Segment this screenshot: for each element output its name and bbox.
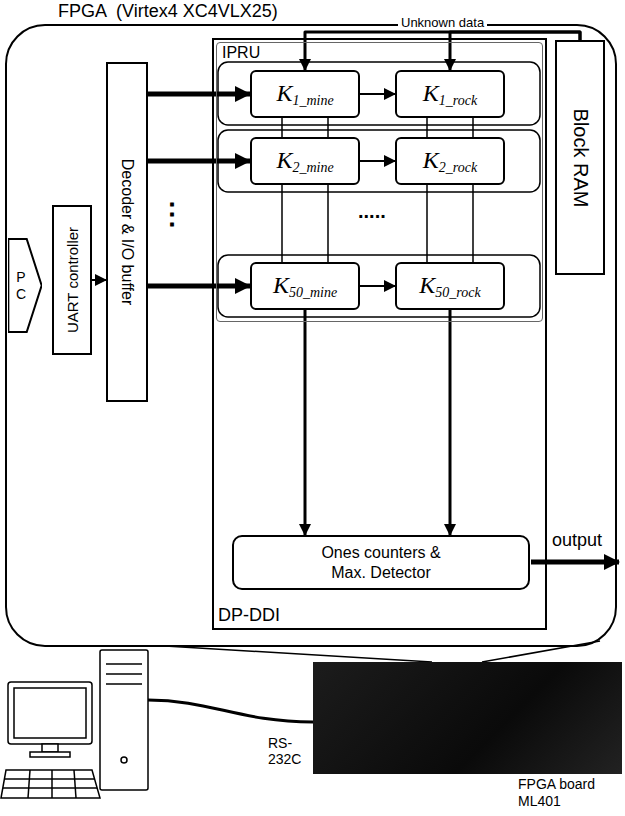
uart-box-text: UART controller: [64, 227, 81, 333]
kernel-box-text: K2_mine: [276, 147, 333, 176]
connector-arrow: [92, 279, 106, 281]
dpddi-box: DP-DDI IPRU K1_mine K1_rockK2_mine K2_rockK5…: [212, 38, 547, 630]
kernel-box: K1_mine: [250, 70, 360, 118]
connector-arrow: [148, 159, 250, 164]
uart-box: UART controller: [52, 205, 92, 355]
kernel-box-text: K1_mine: [276, 80, 333, 109]
dpddi-box-text: DP-DDI: [218, 605, 280, 626]
pc-arrow-outline: [8, 239, 41, 332]
kernel-box: K50_mine: [250, 262, 360, 310]
connector-arrow: [360, 93, 395, 95]
decoder-box-text: Decoder & I/O buffer: [118, 159, 136, 305]
pc-arrow-text: P C: [14, 269, 28, 303]
zoom-line: [165, 646, 432, 662]
rs232-cable: [148, 700, 313, 722]
kernel-box-text: K50_mine: [273, 272, 337, 301]
ipru-row: [218, 62, 540, 125]
connector-arrow: [148, 92, 250, 97]
block-ram-text: Block RAM: [569, 108, 592, 207]
counter-box: Ones counters & Max. Detector: [232, 535, 530, 590]
fpga-outline-text: FPGA (Virtex4 XC4VLX25): [55, 1, 281, 22]
fpga-board-photo: FPGA board ML401: [313, 662, 622, 774]
connector-arrow: [148, 284, 250, 289]
kernel-box: K1_rock: [395, 70, 505, 118]
output-label: output: [552, 530, 602, 551]
computer-illustration: [1, 650, 148, 798]
pc-arrow: P C: [8, 238, 42, 333]
fpga-outline: FPGA (Virtex4 XC4VLX25)P CUART controlle…: [5, 24, 617, 647]
decoder-box: Decoder & I/O buffer: [106, 62, 148, 402]
ipru-row: [218, 130, 540, 192]
fpga-board-photo-text: FPGA board ML401: [518, 776, 618, 810]
kernel-box-text: K2_rock: [423, 147, 477, 176]
ipru-row: [218, 255, 540, 317]
vertical-dots: ⋮: [158, 198, 186, 230]
connector-arrow: [449, 310, 452, 535]
connector-arrow: [360, 160, 395, 162]
edge-label: Unknown data: [398, 15, 487, 30]
ipru-group-text: IPRU: [222, 44, 260, 62]
connector-arrow: [304, 310, 307, 535]
kernel-box: K2_rock: [395, 137, 505, 185]
kernel-box: K2_mine: [250, 137, 360, 185]
kernel-box-text: K50_rock: [419, 272, 480, 301]
cable-label: RS-232C: [268, 735, 308, 767]
block-ram: Block RAM: [555, 40, 605, 275]
counter-box-text: Ones counters & Max. Detector: [306, 543, 456, 583]
connector-arrow: [360, 285, 395, 287]
zoom-line: [482, 641, 600, 662]
output-arrow: [531, 560, 619, 565]
horizontal-dots: .....: [358, 200, 386, 223]
ipru-group: IPRU K1_mine K1_rockK2_mine K2_rockK50_mine…: [216, 42, 543, 322]
kernel-box: K50_rock: [395, 262, 505, 310]
kernel-box-text: K1_rock: [423, 80, 477, 109]
